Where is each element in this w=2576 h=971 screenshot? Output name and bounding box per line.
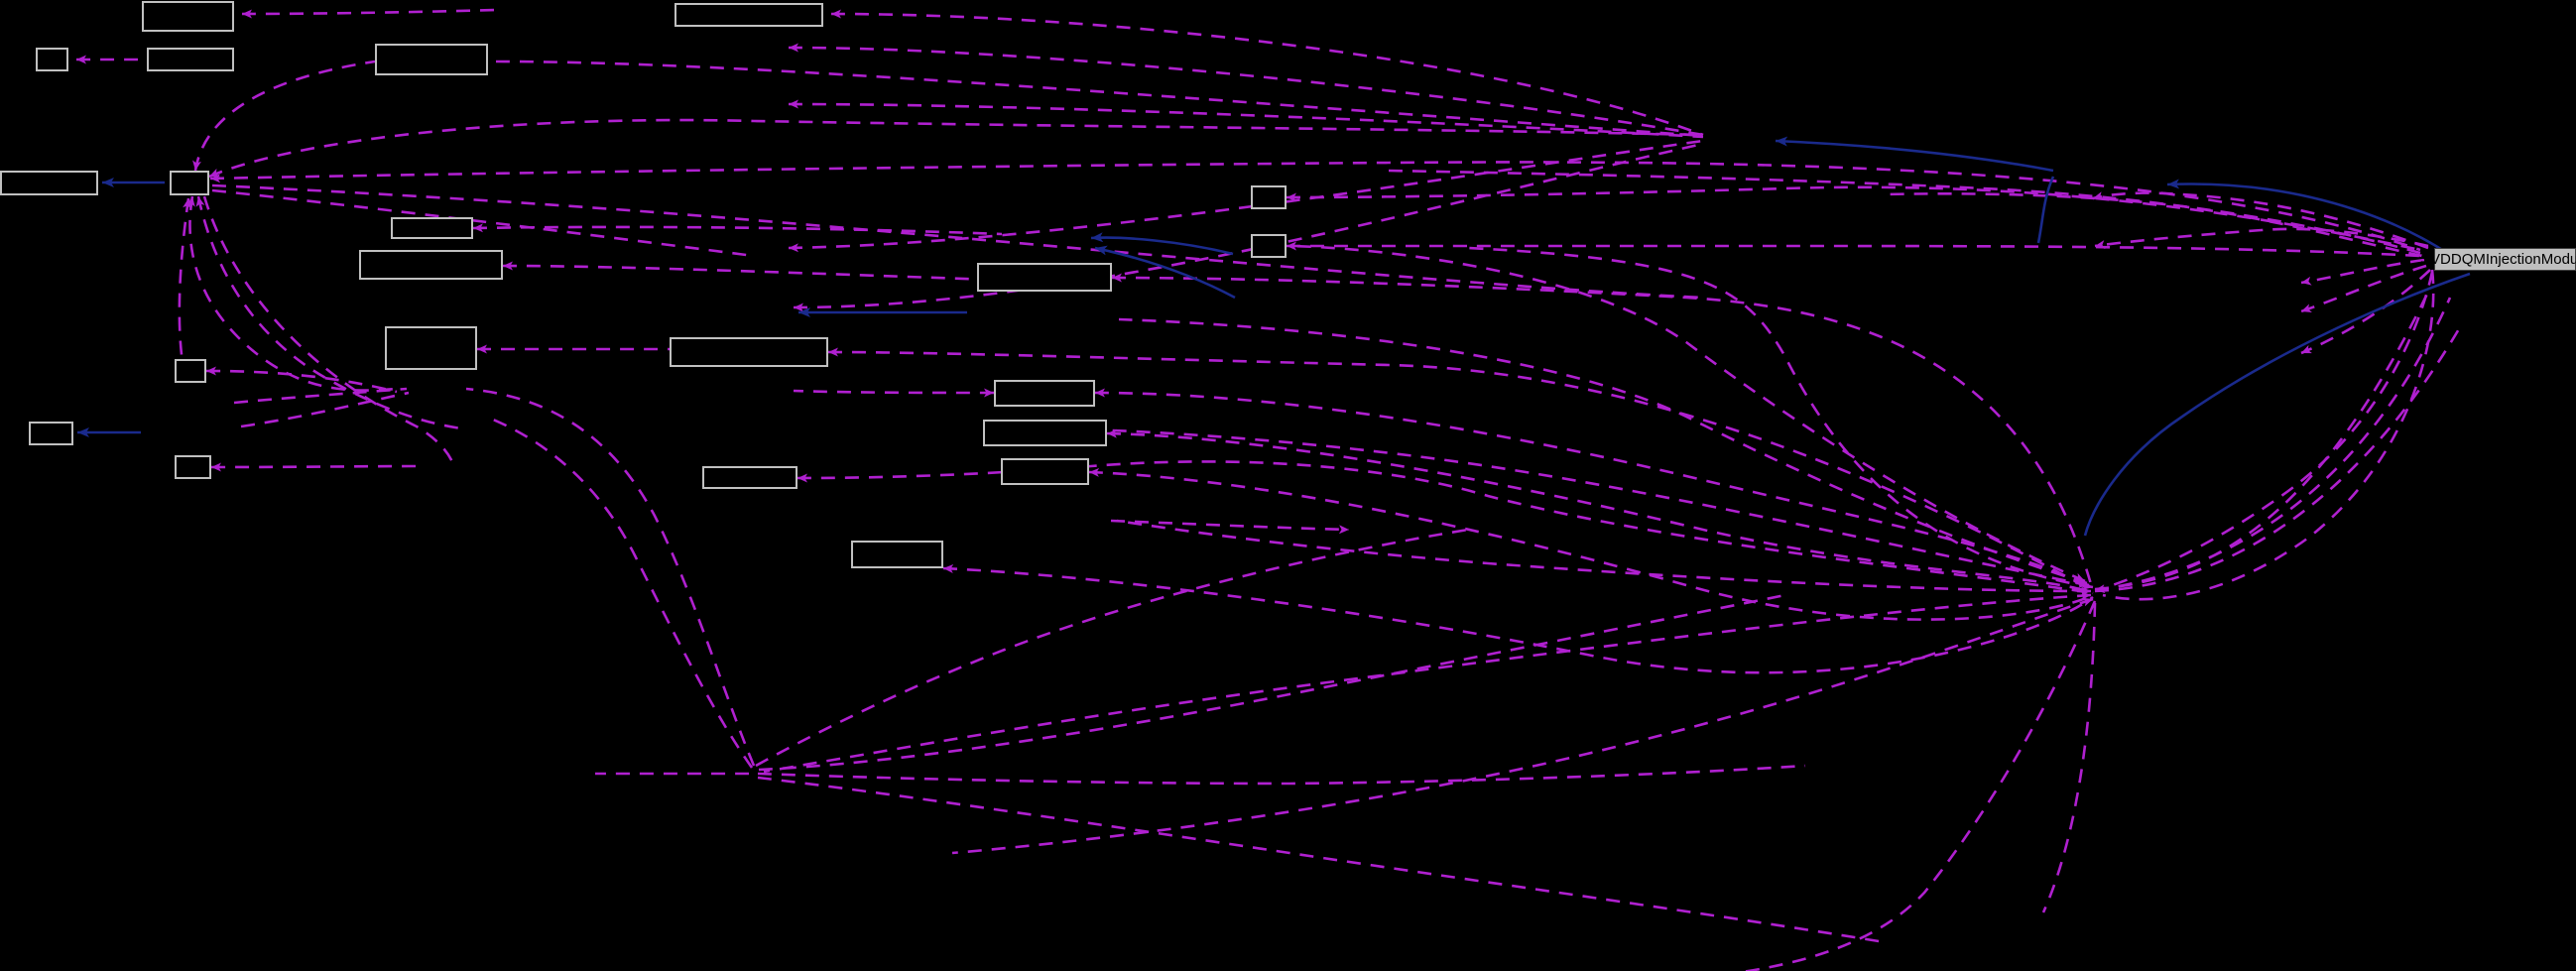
node-label (144, 3, 232, 30)
node-label (1253, 236, 1285, 256)
node-label (1253, 187, 1285, 207)
graph-node[interactable] (142, 1, 234, 32)
graph-node[interactable] (391, 217, 473, 239)
graph-node[interactable] (675, 3, 823, 27)
node-label (149, 50, 232, 69)
graph-node[interactable] (983, 420, 1107, 446)
graph-node[interactable] (1251, 234, 1287, 258)
node-label (38, 50, 66, 69)
node-label: SVDDQMInjectionModule (2420, 251, 2576, 268)
node-label (31, 424, 71, 443)
node-label (1003, 460, 1087, 483)
graph-node[interactable] (36, 48, 68, 71)
graph-node[interactable] (977, 263, 1112, 292)
node-label (676, 5, 821, 25)
graph-node[interactable] (375, 44, 488, 75)
graph-node[interactable] (994, 380, 1095, 407)
graph-node[interactable] (702, 466, 797, 489)
node-label (704, 468, 796, 487)
node-label (853, 543, 941, 566)
graph-node[interactable] (175, 455, 211, 479)
node-label (979, 265, 1110, 290)
node-label (387, 328, 475, 368)
node-label (2, 173, 96, 193)
node-label (172, 173, 207, 193)
node-label (996, 382, 1093, 405)
graph-node[interactable] (0, 171, 98, 195)
graph-node[interactable] (1251, 185, 1287, 209)
graph-node[interactable] (170, 171, 209, 195)
focus-node[interactable]: SVDDQMInjectionModule (2420, 248, 2576, 271)
node-label (177, 457, 209, 477)
node-label (985, 422, 1105, 444)
graph-node[interactable] (29, 422, 73, 445)
node-label (393, 219, 471, 237)
node-label (672, 339, 826, 365)
graph-node[interactable] (359, 250, 503, 280)
graph-node[interactable] (147, 48, 234, 71)
node-label (361, 252, 501, 278)
graph-node[interactable] (175, 359, 206, 383)
graph-node[interactable] (851, 541, 943, 568)
graph-node[interactable] (1001, 458, 1089, 485)
node-label (377, 46, 486, 73)
node-label (177, 361, 204, 381)
graph-node[interactable] (385, 326, 477, 370)
graph-node[interactable] (670, 337, 828, 367)
